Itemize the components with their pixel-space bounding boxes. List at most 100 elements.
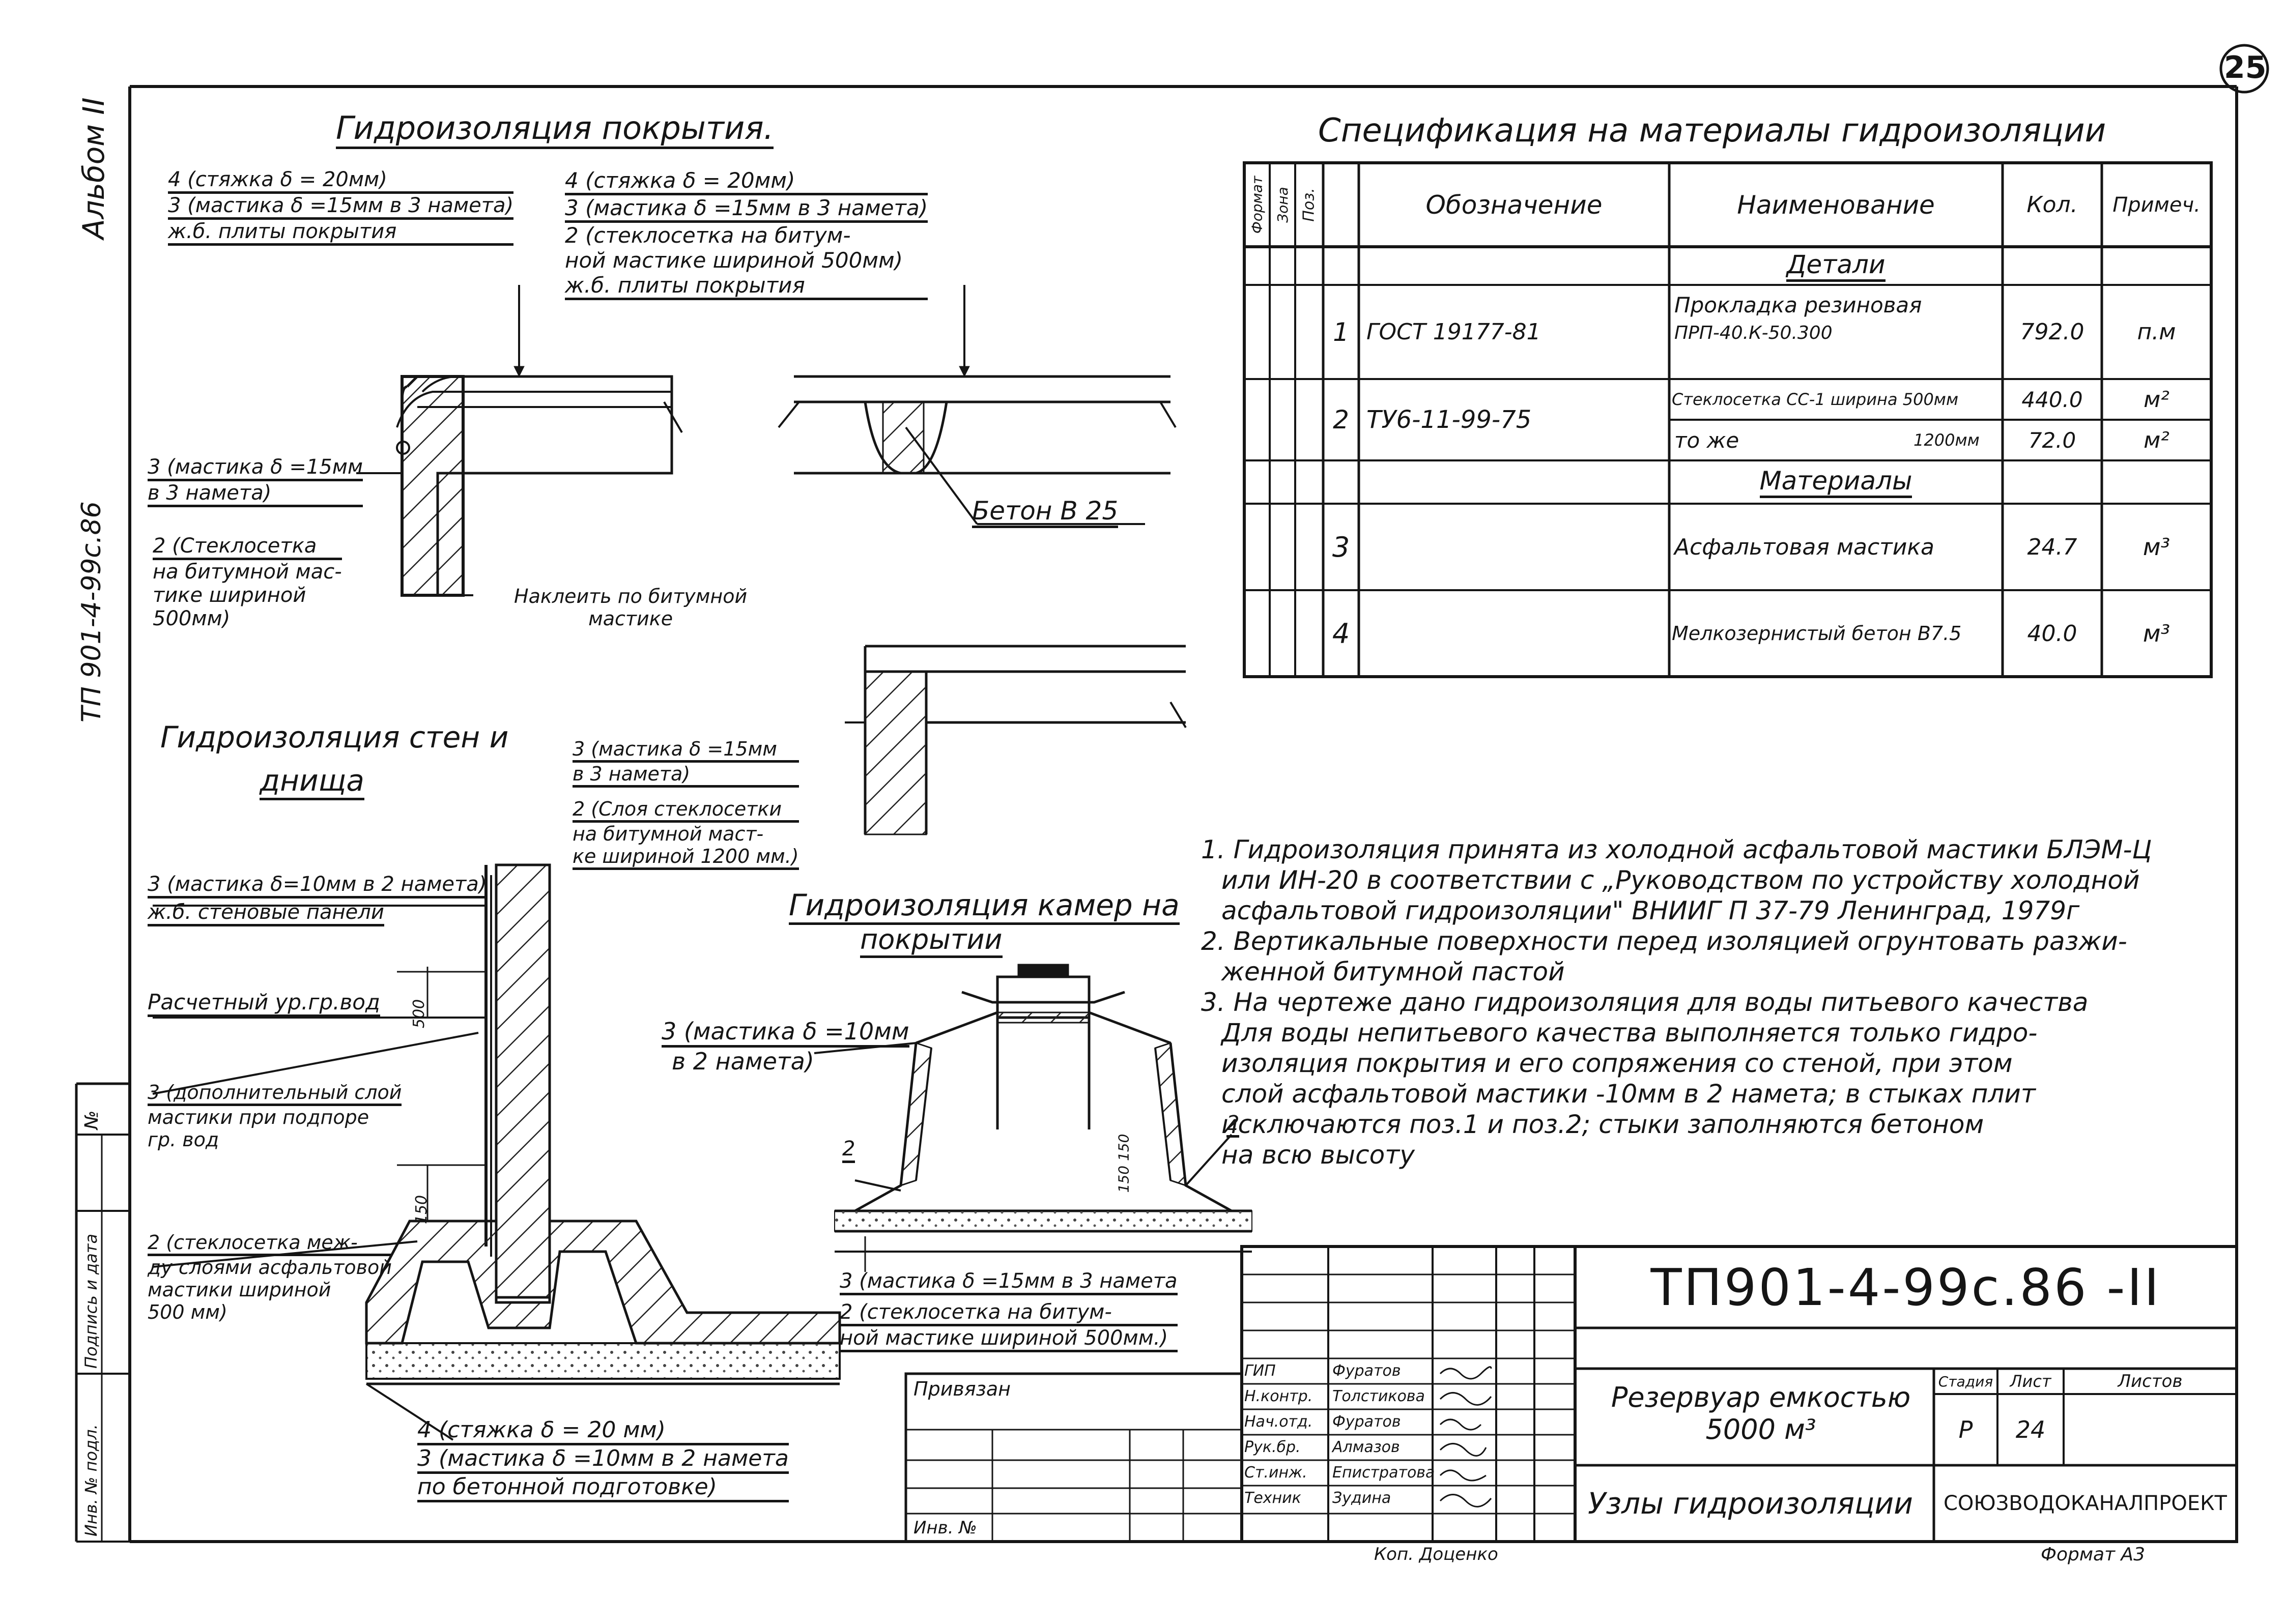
walls-label-extra-line: 3 (дополнительный слой — [148, 1081, 402, 1106]
spec-row-pos: 4 — [1332, 617, 1350, 650]
spec-row-qty: 40.0 — [2027, 620, 2077, 647]
title-block-sheet-title: Узлы гидроизоляции — [1588, 1486, 1913, 1521]
spec-row-designation: ГОСТ 19177-81 — [1366, 319, 1541, 345]
title-block-object-line: Резервуар емкостью — [1611, 1381, 1911, 1413]
chambers-bottom-label: 3 (мастика δ =15мм в 3 намета — [840, 1269, 1178, 1295]
spec-header-note: Примеч. — [2112, 193, 2201, 217]
title-block-stage: Р — [1958, 1416, 1973, 1443]
walls-label-extra-line: мастики при подпоре — [148, 1106, 369, 1128]
roof-mesh-side-line: 500мм) — [153, 607, 231, 630]
walls-bottom-labels: 4 (стяжка δ = 20 мм) 3 (мастика δ =10мм … — [417, 1417, 789, 1502]
spec-header-format: Формат — [1248, 176, 1266, 234]
title-block-stage-header: Стадия — [1938, 1373, 1993, 1390]
roof-left-label: ж.б. плиты покрытия — [168, 220, 514, 246]
spec-row-unit: м³ — [2143, 620, 2170, 647]
roof-right-labels: 4 (стяжка δ = 20мм) 3 (мастика δ =15мм в… — [565, 168, 928, 300]
strip-sign-date: Подпись и дата — [81, 1233, 101, 1369]
walls-dim-500: 500 — [410, 999, 429, 1029]
walls-label-mesh-line: 500 мм) — [148, 1301, 227, 1323]
roof-mesh-side-line: на битумной мас- — [153, 560, 342, 584]
roof-right-label: 3 (мастика δ =15мм в 3 намета) — [565, 195, 928, 223]
note-line: или ИН-20 в соответствии с „Руководством… — [1221, 865, 2140, 895]
note-line: Для воды непитьевого качества выполняетс… — [1221, 1018, 2038, 1048]
walls-title-line1: Гидроизоляция стен и — [160, 720, 509, 755]
note-line: исключаются поз.1 и поз.2; стыки заполня… — [1221, 1110, 1984, 1139]
note-line: 3. На чертеже дано гидроизоляция для вод… — [1201, 988, 2089, 1017]
walls-corner-label: в 3 намета) — [573, 763, 799, 788]
note-line: 1. Гидроизоляция принята из холодной асф… — [1201, 835, 2152, 864]
chambers-dim: 150 150 — [1115, 1134, 1132, 1193]
spec-row-qty: 72.0 — [2028, 427, 2076, 453]
wall-bottom-detail — [152, 863, 841, 1441]
spec-title: Спецификация на материалы гидроизоляции — [1318, 112, 2106, 150]
roof-mesh-side: 2 (Стеклосетка на битумной мас- тике шир… — [153, 534, 342, 630]
spec-row-designation: ТУ6-11-99-75 — [1366, 405, 1532, 434]
roof-detail-left — [356, 285, 683, 597]
walls-corner-label: 3 (мастика δ =15мм — [573, 738, 799, 763]
spec-header-qty: Кол. — [2026, 192, 2078, 218]
walls-label-mesh-line: мастики шириной — [148, 1279, 331, 1301]
roof-right-label: 4 (стяжка δ = 20мм) — [565, 168, 928, 195]
spec-row-name-line: ПРП-40.К-50.300 — [1674, 323, 1833, 343]
title-block-person: Зудина — [1332, 1489, 1391, 1507]
roof-mesh-side-line: 2 (Стеклосетка — [153, 534, 342, 560]
roof-right-label: ной мастике шириной 500мм) — [565, 248, 903, 273]
note-line: изоляция покрытия и его сопряжения со ст… — [1221, 1049, 2013, 1078]
spec-header-pos: Поз. — [1300, 188, 1318, 222]
spec-row-name: Стеклосетка СС-1 ширина 500мм — [1672, 390, 1959, 409]
title-block-inv: Инв. № — [913, 1517, 977, 1538]
title-block-object: Резервуар емкостью 5000 м³ — [1588, 1381, 1934, 1445]
signatures — [1439, 1366, 1492, 1507]
spec-row-pos: 2 — [1333, 405, 1349, 434]
spec-row-name: Мелкозернистый бетон В7.5 — [1672, 622, 1962, 645]
spec-row-unit: м² — [2144, 386, 2169, 413]
sheet-format: Формат А3 — [2041, 1544, 2146, 1565]
corner-detail — [845, 645, 1187, 835]
spec-row-unit: м³ — [2143, 533, 2170, 561]
note-line: 2. Вертикальные поверхности перед изоляц… — [1201, 926, 2127, 956]
title-block-sheet: 24 — [2015, 1416, 2046, 1443]
spec-row-qty: 792.0 — [2020, 319, 2084, 345]
spec-section-materials: Материалы — [1669, 460, 2003, 504]
note-line: на всю высоту — [1221, 1140, 1415, 1170]
spec-row-pos: 1 — [1333, 317, 1349, 347]
strip-num: № — [81, 1110, 102, 1129]
title-block-role: Ст.инж. — [1244, 1464, 1307, 1482]
chamber-detail — [814, 964, 1252, 1272]
spec-row-qty: 24.7 — [2027, 534, 2077, 560]
strip-inv-orig: Инв. № подл. — [81, 1424, 101, 1536]
walls-label-mesh: 2 (стеклосетка меж- ду слоями асфальтово… — [148, 1231, 392, 1323]
chambers-bottom-labels: 3 (мастика δ =15мм в 3 намета 2 (стеклос… — [840, 1269, 1178, 1352]
walls-label-extra: 3 (дополнительный слой мастики при подпо… — [148, 1081, 402, 1151]
roof-mastic-side: 3 (мастика δ =15мм в 3 намета) — [148, 455, 363, 507]
chambers-bottom-label: 2 (стеклосетка на битум- — [840, 1300, 1178, 1326]
walls-label-water-level: Расчетный ур.гр.вод — [148, 990, 380, 1017]
title-block-role: Нач.отд. — [1244, 1413, 1313, 1431]
chambers-mark2-right: 2 — [1226, 1112, 1240, 1138]
spec-header-zone: Зона — [1274, 187, 1291, 223]
walls-title-line2: днища — [260, 763, 364, 800]
title-block-sheets-header: Листов — [2118, 1371, 2183, 1391]
roof-left-label: 3 (мастика δ =15мм в 3 намета) — [168, 194, 514, 220]
roof-glue-note: Наклеить по битумной мастике — [514, 585, 747, 630]
note-line: асфальтовой гидроизоляции" ВНИИГ П 37-79… — [1221, 896, 2080, 925]
chambers-label-top-line: в 2 намета) — [672, 1048, 814, 1075]
roof-detail-joint — [778, 285, 1177, 525]
spec-row-name-line: Прокладка резиновая — [1674, 293, 1922, 317]
album-label: Альбом II — [76, 97, 111, 239]
walls-label-mesh-line: ду слоями асфальтовой — [148, 1256, 392, 1279]
walls-label-extra-line: гр. вод — [148, 1128, 219, 1151]
roof-title: Гидроизоляция покрытия. — [336, 109, 774, 149]
spec-table-grid — [1243, 161, 2213, 678]
title-block-grid — [904, 1245, 2238, 1543]
title-block-person: Толстикова — [1332, 1387, 1425, 1405]
walls-bottom-label: по бетонной подготовке) — [417, 1474, 789, 1502]
roof-mastic-side-line: 3 (мастика δ =15мм — [148, 455, 363, 481]
walls-corner-label: ке шириной 1200 мм.) — [573, 845, 799, 870]
spec-row-name-width: 1200мм — [1913, 430, 1980, 450]
roof-left-labels: 4 (стяжка δ = 20мм) 3 (мастика δ =15мм в… — [168, 168, 514, 246]
title-block-role: ГИП — [1244, 1362, 1276, 1380]
page-number: 25 — [2224, 50, 2267, 85]
chambers-label-top: 3 (мастика δ =10мм в 2 намета) — [662, 1018, 909, 1075]
